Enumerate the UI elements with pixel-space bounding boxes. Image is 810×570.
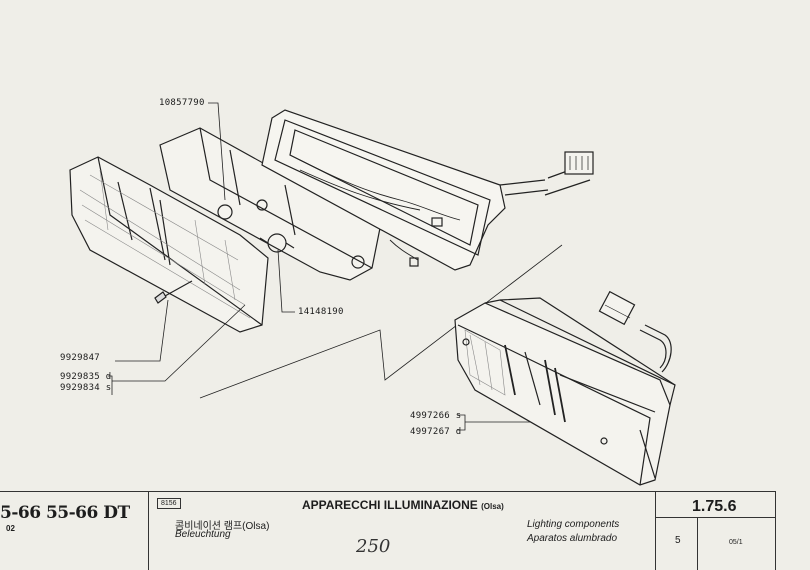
- screw: [154, 280, 193, 304]
- title-english: Lighting components: [527, 519, 620, 530]
- title-spanish: Aparatos alumbrado: [527, 533, 618, 544]
- footer-page-rule: [655, 517, 775, 518]
- part-label-9929847: 9929847: [60, 353, 101, 363]
- sheet-number: 5: [675, 535, 681, 546]
- bulb-holder: [159, 127, 381, 281]
- page-number: 1.75.6: [692, 498, 737, 515]
- left-lamp-lens: [69, 156, 269, 333]
- title-korean: 콤비네이션 램프(Olsa): [175, 521, 270, 532]
- footer-divider-right: [655, 491, 656, 570]
- handwritten-note: 250: [356, 536, 391, 557]
- right-lamp-assembly: [454, 290, 676, 486]
- model-name: 5-66 55-66 DT: [0, 503, 130, 523]
- title-italian: APPARECCHI ILLUMINAZIONE (Olsa): [302, 498, 504, 512]
- model-sub: 02: [6, 524, 15, 533]
- footer-divider-edge: [775, 491, 776, 570]
- footer-divider-left: [148, 491, 149, 570]
- part-label-10857790: 10857790: [159, 98, 205, 108]
- exploded-diagram: [69, 102, 676, 486]
- part-label-14148190: 14148190: [298, 307, 344, 317]
- footer-divider-sheet: [697, 517, 698, 570]
- edition-code: 05/1: [729, 539, 743, 546]
- lamp-housing: [261, 109, 594, 271]
- group-code: 8156: [157, 498, 181, 509]
- title-italian-note: (Olsa): [481, 502, 504, 511]
- part-label-9929835: 9929835 d: [60, 372, 112, 382]
- part-label-4997266: 4997266 s: [410, 411, 462, 421]
- part-label-9929834: 9929834 s: [60, 383, 112, 393]
- part-label-4997267: 4997267 d: [410, 427, 462, 437]
- title-italian-text: APPARECCHI ILLUMINAZIONE: [302, 498, 478, 512]
- footer-top-rule: [0, 491, 775, 492]
- title-german: Beleuchtung: [175, 529, 231, 540]
